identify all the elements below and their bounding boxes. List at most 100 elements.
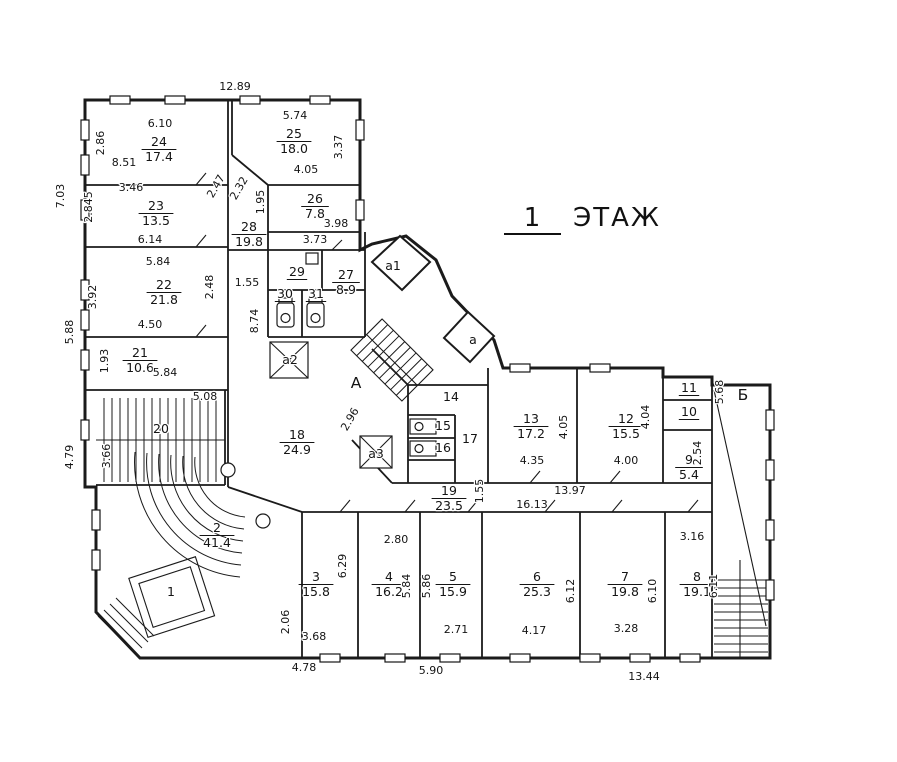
dimension-label: 3.46 — [119, 181, 144, 194]
dimension-label: 5.68 — [713, 380, 726, 405]
curved-steps — [134, 451, 271, 578]
room-area: 23.5 — [435, 498, 463, 513]
room-number: 3 — [312, 569, 320, 584]
dimension-label: 3.66 — [100, 444, 113, 469]
dimension-label: 6.10 — [646, 579, 659, 604]
dimension-label: 4.78 — [292, 661, 317, 674]
dimension-label: 5.74 — [283, 109, 308, 122]
dimension-label: 6.10 — [148, 117, 173, 130]
dimension-label: 13.44 — [628, 670, 660, 683]
room-number: 11 — [681, 380, 697, 395]
room-area: 19.8 — [235, 234, 263, 249]
room-area: 17.2 — [517, 426, 545, 441]
dimension-label: 7.03 — [54, 184, 67, 209]
room-number: 16 — [435, 440, 451, 455]
plan-labels: 2417.42518.02313.5267.82819.8278.92221.8… — [53, 79, 750, 684]
room-number: 26 — [307, 191, 323, 206]
dimension-label: 5.08 — [193, 390, 218, 403]
entrance-a1-shape — [370, 234, 432, 292]
dimension-label: 4.50 — [138, 318, 163, 331]
dimension-label: 6.14 — [138, 233, 163, 246]
dimension-label: 3.28 — [614, 622, 639, 635]
dimension-label: 6.29 — [336, 554, 349, 579]
dimension-label: 1.55 — [473, 479, 486, 504]
dimension-label: 3.92 — [86, 285, 99, 310]
room-number: 24 — [151, 134, 167, 149]
corner-steps-hatch — [97, 597, 155, 655]
room-number: 1 — [167, 584, 175, 599]
room-area: 15.5 — [612, 426, 640, 441]
room-number: 17 — [462, 431, 478, 446]
room-number: 23 — [148, 198, 164, 213]
dimension-label: 2.48 — [203, 275, 216, 300]
room-number: 19 — [441, 483, 457, 498]
floor-title-word: ЭТАЖ — [573, 203, 661, 233]
stair-letter: а2 — [282, 352, 298, 367]
dimension-label: 13.97 — [554, 484, 586, 497]
stair-letter: Б — [738, 386, 749, 404]
dimension-label: 3.73 — [303, 233, 328, 246]
dimension-label: 4.05 — [294, 163, 319, 176]
toilet-fixtures — [276, 252, 437, 457]
room-number: 20 — [153, 421, 169, 436]
dimension-label: 5.86 — [420, 574, 433, 599]
dimension-label: 1.93 — [98, 349, 111, 374]
dimension-label: 5.90 — [419, 664, 444, 677]
room-area: 16.2 — [375, 584, 403, 599]
dimension-label: 2.06 — [279, 610, 292, 635]
room-area: 15.8 — [302, 584, 330, 599]
dimension-label: 8.74 — [248, 309, 261, 334]
stairs-room-20 — [96, 398, 225, 482]
room-area: 10.6 — [126, 360, 154, 375]
dimension-label: 5.84 — [153, 366, 178, 379]
dimension-label: 3.98 — [324, 217, 349, 230]
stair-letter: А — [351, 374, 362, 392]
room-area: 7.8 — [305, 206, 325, 221]
dimension-label: 12.89 — [219, 80, 251, 93]
room-number: 28 — [241, 219, 257, 234]
room-area: 8.9 — [336, 282, 356, 297]
room-number: 15 — [435, 418, 451, 433]
stairwell-b — [713, 389, 768, 658]
dimension-label: 2.80 — [384, 533, 409, 546]
room-number: 9 — [685, 452, 693, 467]
room-number: 8 — [693, 569, 701, 584]
elevator-a2 — [269, 341, 309, 379]
door-swings — [195, 172, 699, 513]
stair-letter: а — [469, 332, 477, 347]
room-1-bay — [128, 556, 216, 639]
room-area: 18.0 — [280, 141, 308, 156]
room-number: 2 — [213, 520, 221, 535]
dimension-label: 5.84 — [146, 255, 171, 268]
room-number: 29 — [289, 264, 305, 279]
room-area: 25.3 — [523, 584, 551, 599]
room-area: 13.5 — [142, 213, 170, 228]
room-area: 19.8 — [611, 584, 639, 599]
dimension-label: 3.16 — [680, 530, 705, 543]
dimension-label: 3.37 — [332, 135, 345, 160]
room-area: 24.9 — [283, 442, 311, 457]
room-area: 19.1 — [683, 584, 711, 599]
room-number: 10 — [681, 404, 697, 419]
dimension-label: 4.79 — [63, 445, 76, 470]
room-area: 21.8 — [150, 292, 178, 307]
dimension-label: 6.11 — [707, 574, 720, 599]
dimension-label: 3.68 — [302, 630, 327, 643]
room-number: 4 — [385, 569, 393, 584]
room-number: 18 — [289, 427, 305, 442]
dimension-label: 4.00 — [614, 454, 639, 467]
room-number: 6 — [533, 569, 541, 584]
dimension-label: 4.17 — [522, 624, 547, 637]
room-number: 13 — [523, 411, 539, 426]
room-area: 41.4 — [203, 535, 231, 550]
dimension-label: 2.54 — [691, 441, 704, 466]
room-number: 31 — [308, 286, 324, 301]
dimension-label: 2.845 — [82, 191, 95, 223]
room-number: 7 — [621, 569, 629, 584]
room-number: 30 — [277, 286, 293, 301]
windows — [80, 95, 775, 663]
elevator-a3 — [359, 435, 393, 469]
room-area: 15.9 — [439, 584, 467, 599]
